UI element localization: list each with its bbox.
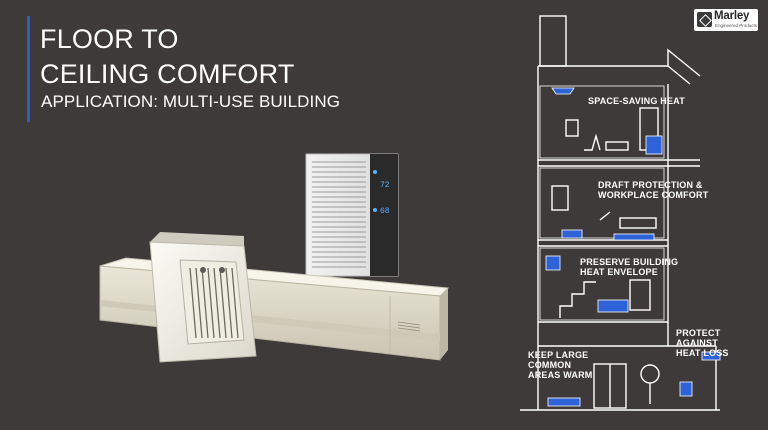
- callout-protect-line-1: PROTECT: [676, 328, 721, 338]
- callout-common-line-1: KEEP LARGE: [528, 350, 589, 360]
- callout-common-areas: KEEP LARGE COMMON AREAS WARM: [528, 350, 593, 380]
- callout-preserve-line-2: HEAT ENVELOPE: [580, 267, 658, 277]
- callout-draft-line-1: DRAFT PROTECTION &: [598, 180, 703, 190]
- callout-protect-line-2: AGAINST: [676, 338, 718, 348]
- callout-preserve-line-1: PRESERVE BUILDING: [580, 257, 679, 267]
- slide-subtitle: APPLICATION: MULTI-USE BUILDING: [41, 92, 341, 111]
- slide-title-line-2: CEILING COMFORT: [40, 59, 295, 89]
- heater-products-illustration: 72 68: [99, 153, 450, 363]
- thermostat-reading-top: 72: [380, 181, 390, 190]
- title-accent-bar: [27, 16, 30, 122]
- callout-protect-line-3: HEAT LOSS: [676, 348, 729, 358]
- callout-common-line-3: AREAS WARM: [528, 370, 593, 380]
- marley-logo: Marley Engineered Products: [694, 9, 758, 31]
- marley-logo-mark-icon: [697, 12, 712, 27]
- callout-common-line-2: COMMON: [528, 360, 572, 370]
- fan-forced-heater: [149, 232, 257, 363]
- slide-title-line-1: FLOOR TO: [40, 24, 179, 54]
- thermostat-reading-bottom: 68: [380, 207, 390, 216]
- callout-space-saving-heat: SPACE-SAVING HEAT: [588, 96, 685, 106]
- callout-preserve-envelope: PRESERVE BUILDING HEAT ENVELOPE: [580, 257, 678, 277]
- slide-title: FLOOR TO CEILING COMFORT: [40, 22, 295, 92]
- logo-tagline: Engineered Products: [715, 23, 758, 28]
- callout-space-saving-line-1: SPACE-SAVING HEAT: [588, 96, 685, 106]
- wall-heater: 72 68: [305, 153, 399, 277]
- callout-draft-protection: DRAFT PROTECTION & WORKPLACE COMFORT: [598, 180, 708, 200]
- callout-draft-line-2: WORKPLACE COMFORT: [598, 190, 709, 200]
- logo-brand: Marley: [714, 10, 750, 22]
- callout-protect-heat-loss: PROTECT AGAINST HEAT LOSS: [676, 328, 729, 358]
